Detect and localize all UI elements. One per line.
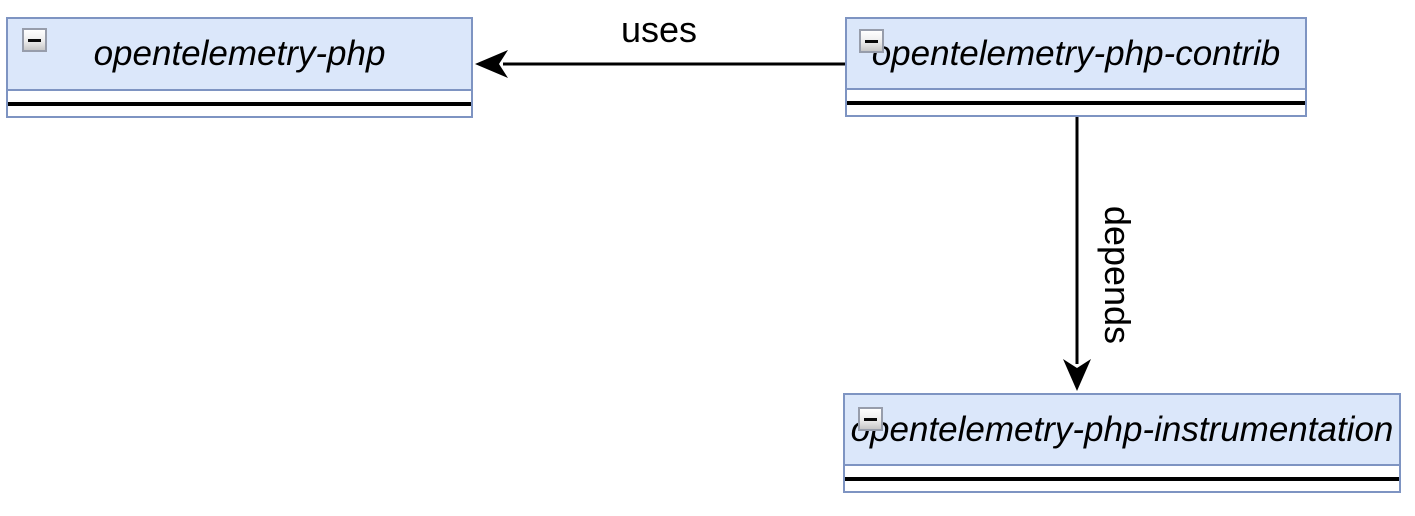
compartment-divider bbox=[847, 100, 1305, 105]
node-label: opentelemetry-php-contrib bbox=[871, 33, 1281, 73]
node-title-compartment: opentelemetry-php-instrumentation bbox=[845, 395, 1399, 464]
collapse-button[interactable] bbox=[22, 28, 47, 52]
arrowhead-down-icon bbox=[1063, 359, 1091, 391]
edge-label-depends: depends bbox=[1097, 205, 1138, 345]
node-opentelemetry-php-contrib[interactable]: opentelemetry-php-contrib bbox=[845, 17, 1307, 117]
node-empty-compartment bbox=[845, 464, 1399, 491]
compartment-divider bbox=[845, 476, 1399, 481]
arrowhead-left-icon bbox=[475, 50, 508, 78]
edge-label-uses: uses bbox=[620, 9, 698, 50]
node-opentelemetry-php[interactable]: opentelemetry-php bbox=[6, 17, 473, 118]
node-title-compartment: opentelemetry-php bbox=[8, 19, 471, 89]
node-empty-compartment bbox=[8, 89, 471, 116]
compartment-divider bbox=[8, 101, 471, 106]
node-label: opentelemetry-php-instrumentation bbox=[850, 409, 1394, 449]
node-title-compartment: opentelemetry-php-contrib bbox=[847, 19, 1305, 88]
edge-depends-arrow[interactable] bbox=[1063, 117, 1091, 391]
node-opentelemetry-php-instrumentation[interactable]: opentelemetry-php-instrumentation bbox=[843, 393, 1401, 493]
minus-icon bbox=[865, 39, 878, 43]
minus-icon bbox=[864, 417, 877, 421]
collapse-button[interactable] bbox=[859, 29, 884, 53]
collapse-button[interactable] bbox=[858, 407, 883, 431]
node-label: opentelemetry-php bbox=[93, 34, 386, 73]
edge-uses-arrow[interactable] bbox=[475, 50, 845, 78]
node-empty-compartment bbox=[847, 88, 1305, 115]
minus-icon bbox=[28, 38, 41, 42]
